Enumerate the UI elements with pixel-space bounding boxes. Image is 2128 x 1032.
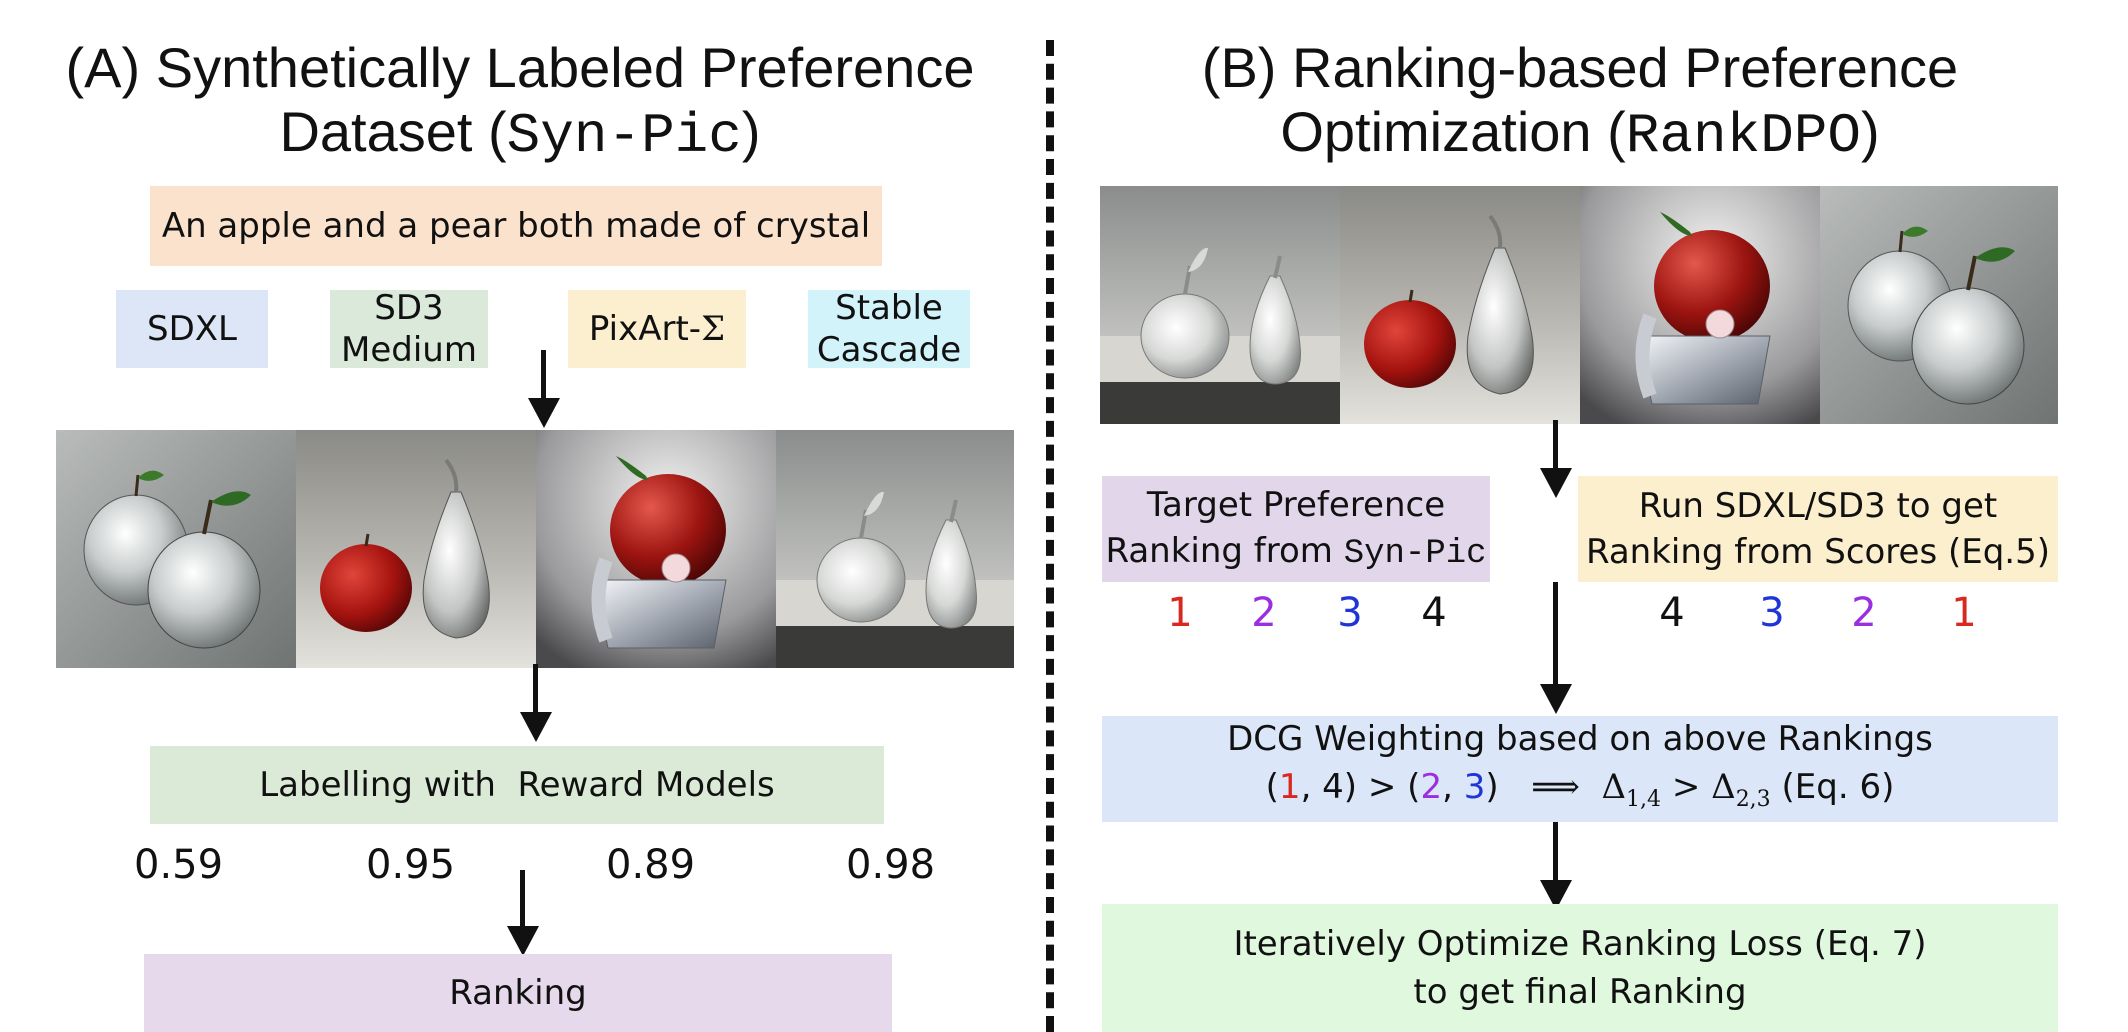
- run-scores-box: Run SDXL/SD3 to get Ranking from Scores …: [1578, 476, 2058, 582]
- model-stable-cascade: Stable Cascade: [808, 288, 970, 370]
- arrow-scores-to-ranking: [520, 870, 525, 930]
- image-two-crystal-apples: [56, 430, 296, 668]
- dcg-box: DCG Weighting based on above Rankings (1…: [1102, 716, 2058, 822]
- arrow-head: [528, 398, 560, 428]
- target-rank-1: 1: [1167, 590, 1193, 636]
- panel-a-image-strip: [56, 430, 1014, 668]
- panel-b-title: (B) Ranking-based Preference Optimizatio…: [1100, 36, 2060, 168]
- image-crystal-apple-and-pear: [1100, 186, 1340, 424]
- arrow-images-to-labelling: [533, 664, 538, 716]
- labelling-box: Labelling with Reward Models: [150, 746, 884, 824]
- score-3: 0.89: [606, 842, 696, 888]
- syn-pic-code: Syn-Pic: [506, 104, 742, 168]
- image-red-apple-on-crystal: [1580, 186, 1820, 424]
- syn-pic-code: Syn-Pic: [1343, 534, 1487, 573]
- panel-a-title-line2: Dataset (Syn-Pic): [279, 100, 761, 168]
- score-1: 0.59: [134, 842, 224, 888]
- model-sd3-medium: SD3 Medium: [330, 288, 488, 370]
- prompt-text: An apple and a pear both made of crystal: [161, 206, 871, 246]
- rankdpo-code: RankDPO: [1625, 104, 1862, 168]
- image-red-apple-crystal-pear: [296, 430, 536, 668]
- arrow-head: [1540, 684, 1572, 714]
- dcg-formula: (1, 4) > (2, 3) ⟹ Δ1,4 > Δ2,3 (Eq. 6): [1265, 766, 1895, 812]
- arrow-dcg-to-optimize: [1553, 822, 1558, 884]
- panel-a-title: (A) Synthetically Labeled Preference Dat…: [40, 36, 1000, 168]
- ranking-box: Ranking: [144, 954, 892, 1032]
- score-4: 0.98: [846, 842, 936, 888]
- target-ranking-box: Target Preference Ranking from Syn-Pic: [1102, 476, 1490, 582]
- panel-b-title-line2: Optimization (RankDPO): [1280, 100, 1880, 168]
- optimize-box: Iteratively Optimize Ranking Loss (Eq. 7…: [1102, 904, 2058, 1032]
- run-rank-1: 1: [1951, 590, 1977, 636]
- image-red-apple-crystal-pear: [1340, 186, 1580, 424]
- ranking-text: Ranking: [449, 973, 587, 1013]
- prompt-box: An apple and a pear both made of crystal: [150, 186, 882, 266]
- arrow-head: [520, 712, 552, 742]
- labelling-text: Labelling with Reward Models: [259, 765, 775, 805]
- arrow-images-to-rankings: [1553, 420, 1558, 472]
- target-rank-3: 3: [1337, 590, 1363, 636]
- arrow-rankings-to-dcg: [1553, 582, 1558, 688]
- dcg-title: DCG Weighting based on above Rankings: [1227, 718, 1933, 759]
- score-2: 0.95: [366, 842, 456, 888]
- panel-b-image-strip: [1100, 186, 2058, 424]
- image-crystal-apple-and-pear: [776, 430, 1014, 668]
- run-rank-4: 4: [1659, 590, 1685, 636]
- model-sdxl: SDXL: [116, 290, 268, 368]
- target-rank-4: 4: [1421, 590, 1447, 636]
- panel-b-title-line1: (B) Ranking-based Preference: [1201, 36, 1959, 99]
- image-two-crystal-apples: [1820, 186, 2058, 424]
- target-rank-2: 2: [1251, 590, 1277, 636]
- run-rank-3: 3: [1759, 590, 1785, 636]
- arrow-head: [507, 926, 539, 956]
- run-rank-2: 2: [1851, 590, 1877, 636]
- image-red-apple-on-crystal: [536, 430, 776, 668]
- panel-divider: [1046, 40, 1054, 1032]
- panel-a-title-line1: (A) Synthetically Labeled Preference: [65, 36, 975, 99]
- arrow-head: [1540, 468, 1572, 498]
- model-pixart-sigma: PixArt-Σ: [568, 290, 746, 368]
- arrow-models-to-images: [541, 350, 546, 402]
